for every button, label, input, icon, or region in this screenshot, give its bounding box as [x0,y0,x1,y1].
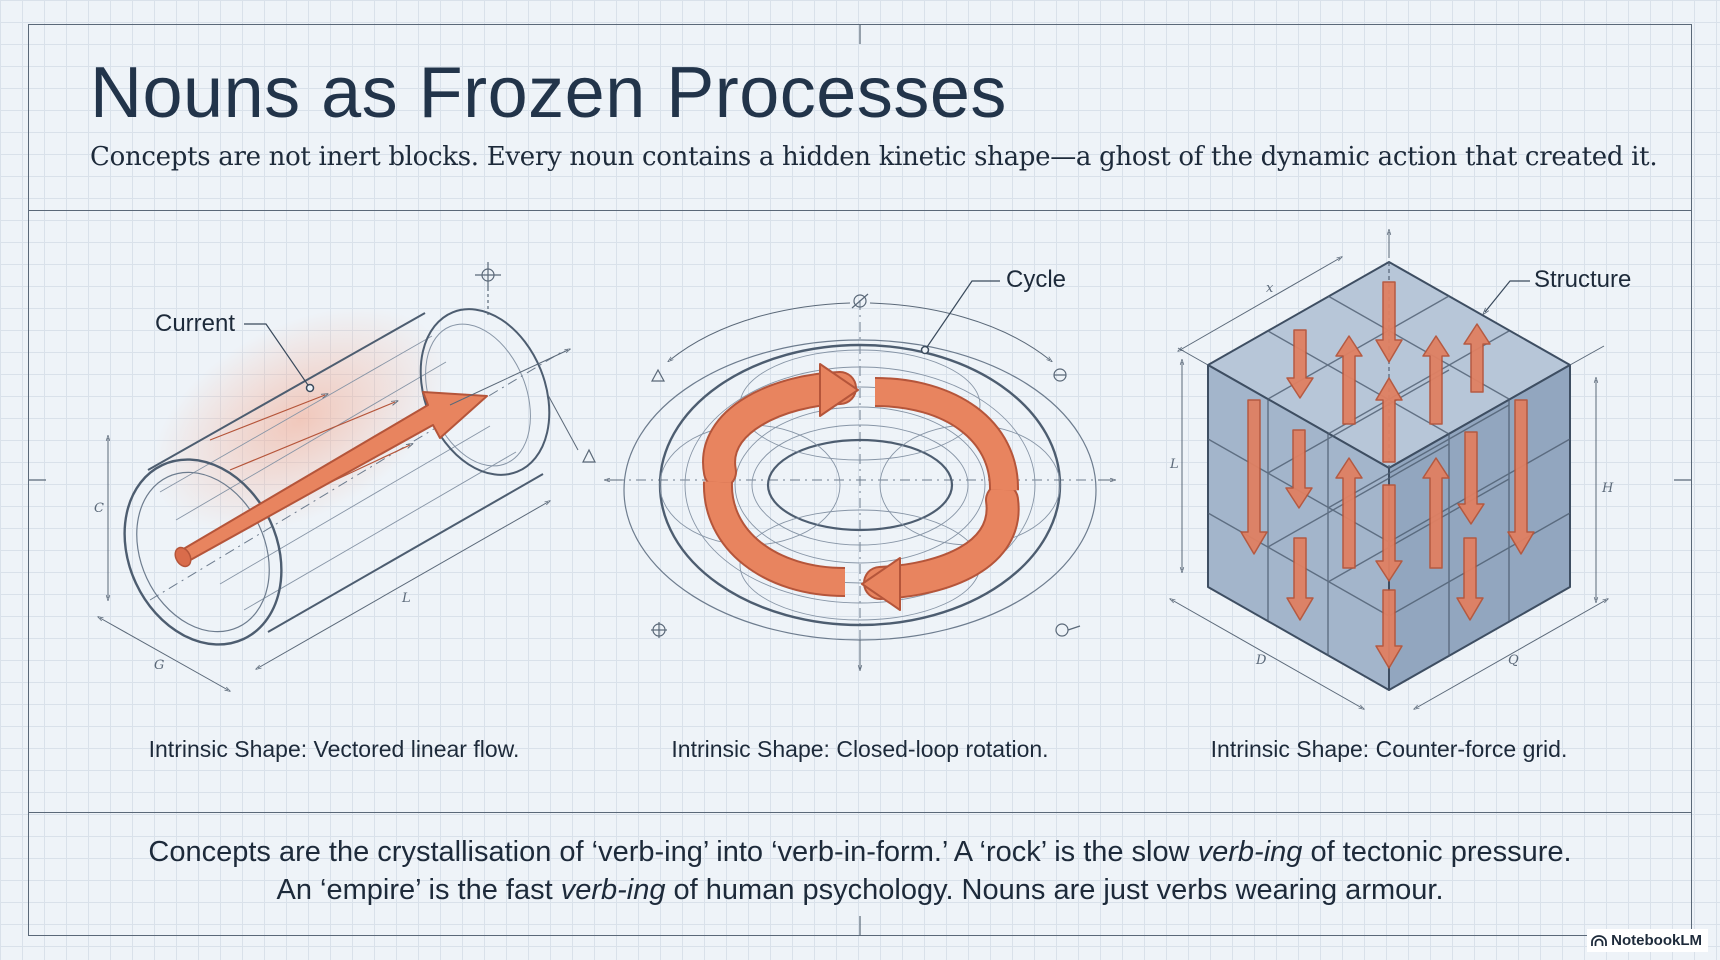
summary-1-emphasis: verb-ing [1197,836,1303,868]
dim-label-h: H [1601,481,1614,496]
summary-2-emphasis: verb-ing [560,874,666,906]
torus-diagram [607,280,1113,670]
page-subtitle: Concepts are not inert blocks. Every nou… [90,142,1658,172]
register-marks [28,24,1692,936]
caption-counter-force: Intrinsic Shape: Counter-force grid. [1210,736,1568,762]
dim-label-cube-l: L [1169,457,1179,472]
summary-1b: of tectonic pressure. [1302,836,1572,868]
summary-1a: Concepts are the crystallisation of ‘ver… [148,836,1198,868]
callout-structure: Structure [1534,266,1632,293]
cube-diagram [1172,232,1606,708]
dim-label-q: Q [1508,653,1519,668]
dim-label-g: G [154,658,164,673]
summary-line-1: Concepts are the crystallisation of ‘ver… [0,833,1720,871]
summary-line-2: An ‘empire’ is the fast verb-ing of huma… [0,871,1720,909]
callout-cycle: Cycle [1006,266,1067,293]
footer-divider [28,812,1692,813]
page-title: Nouns as Frozen Processes [90,53,1007,133]
notebooklm-label: NotebookLM [1611,932,1702,949]
cylinder-diagram [95,262,596,843]
dim-label-c: C [94,501,104,516]
dim-label-x: x [1266,281,1274,296]
notebooklm-badge: NotebookLM [1587,929,1708,952]
dim-label-l: L [401,591,411,606]
caption-linear-flow: Intrinsic Shape: Vectored linear flow. [148,736,520,762]
callout-current: Current [155,310,236,337]
summary-2a: An ‘empire’ is the fast [276,874,561,906]
notebooklm-logo-icon [1591,934,1608,946]
caption-closed-loop: Intrinsic Shape: Closed-loop rotation. [671,736,1049,762]
dim-label-d: D [1255,653,1267,668]
summary-2b: of human psychology. Nouns are just verb… [665,874,1444,906]
header-divider [28,210,1692,211]
